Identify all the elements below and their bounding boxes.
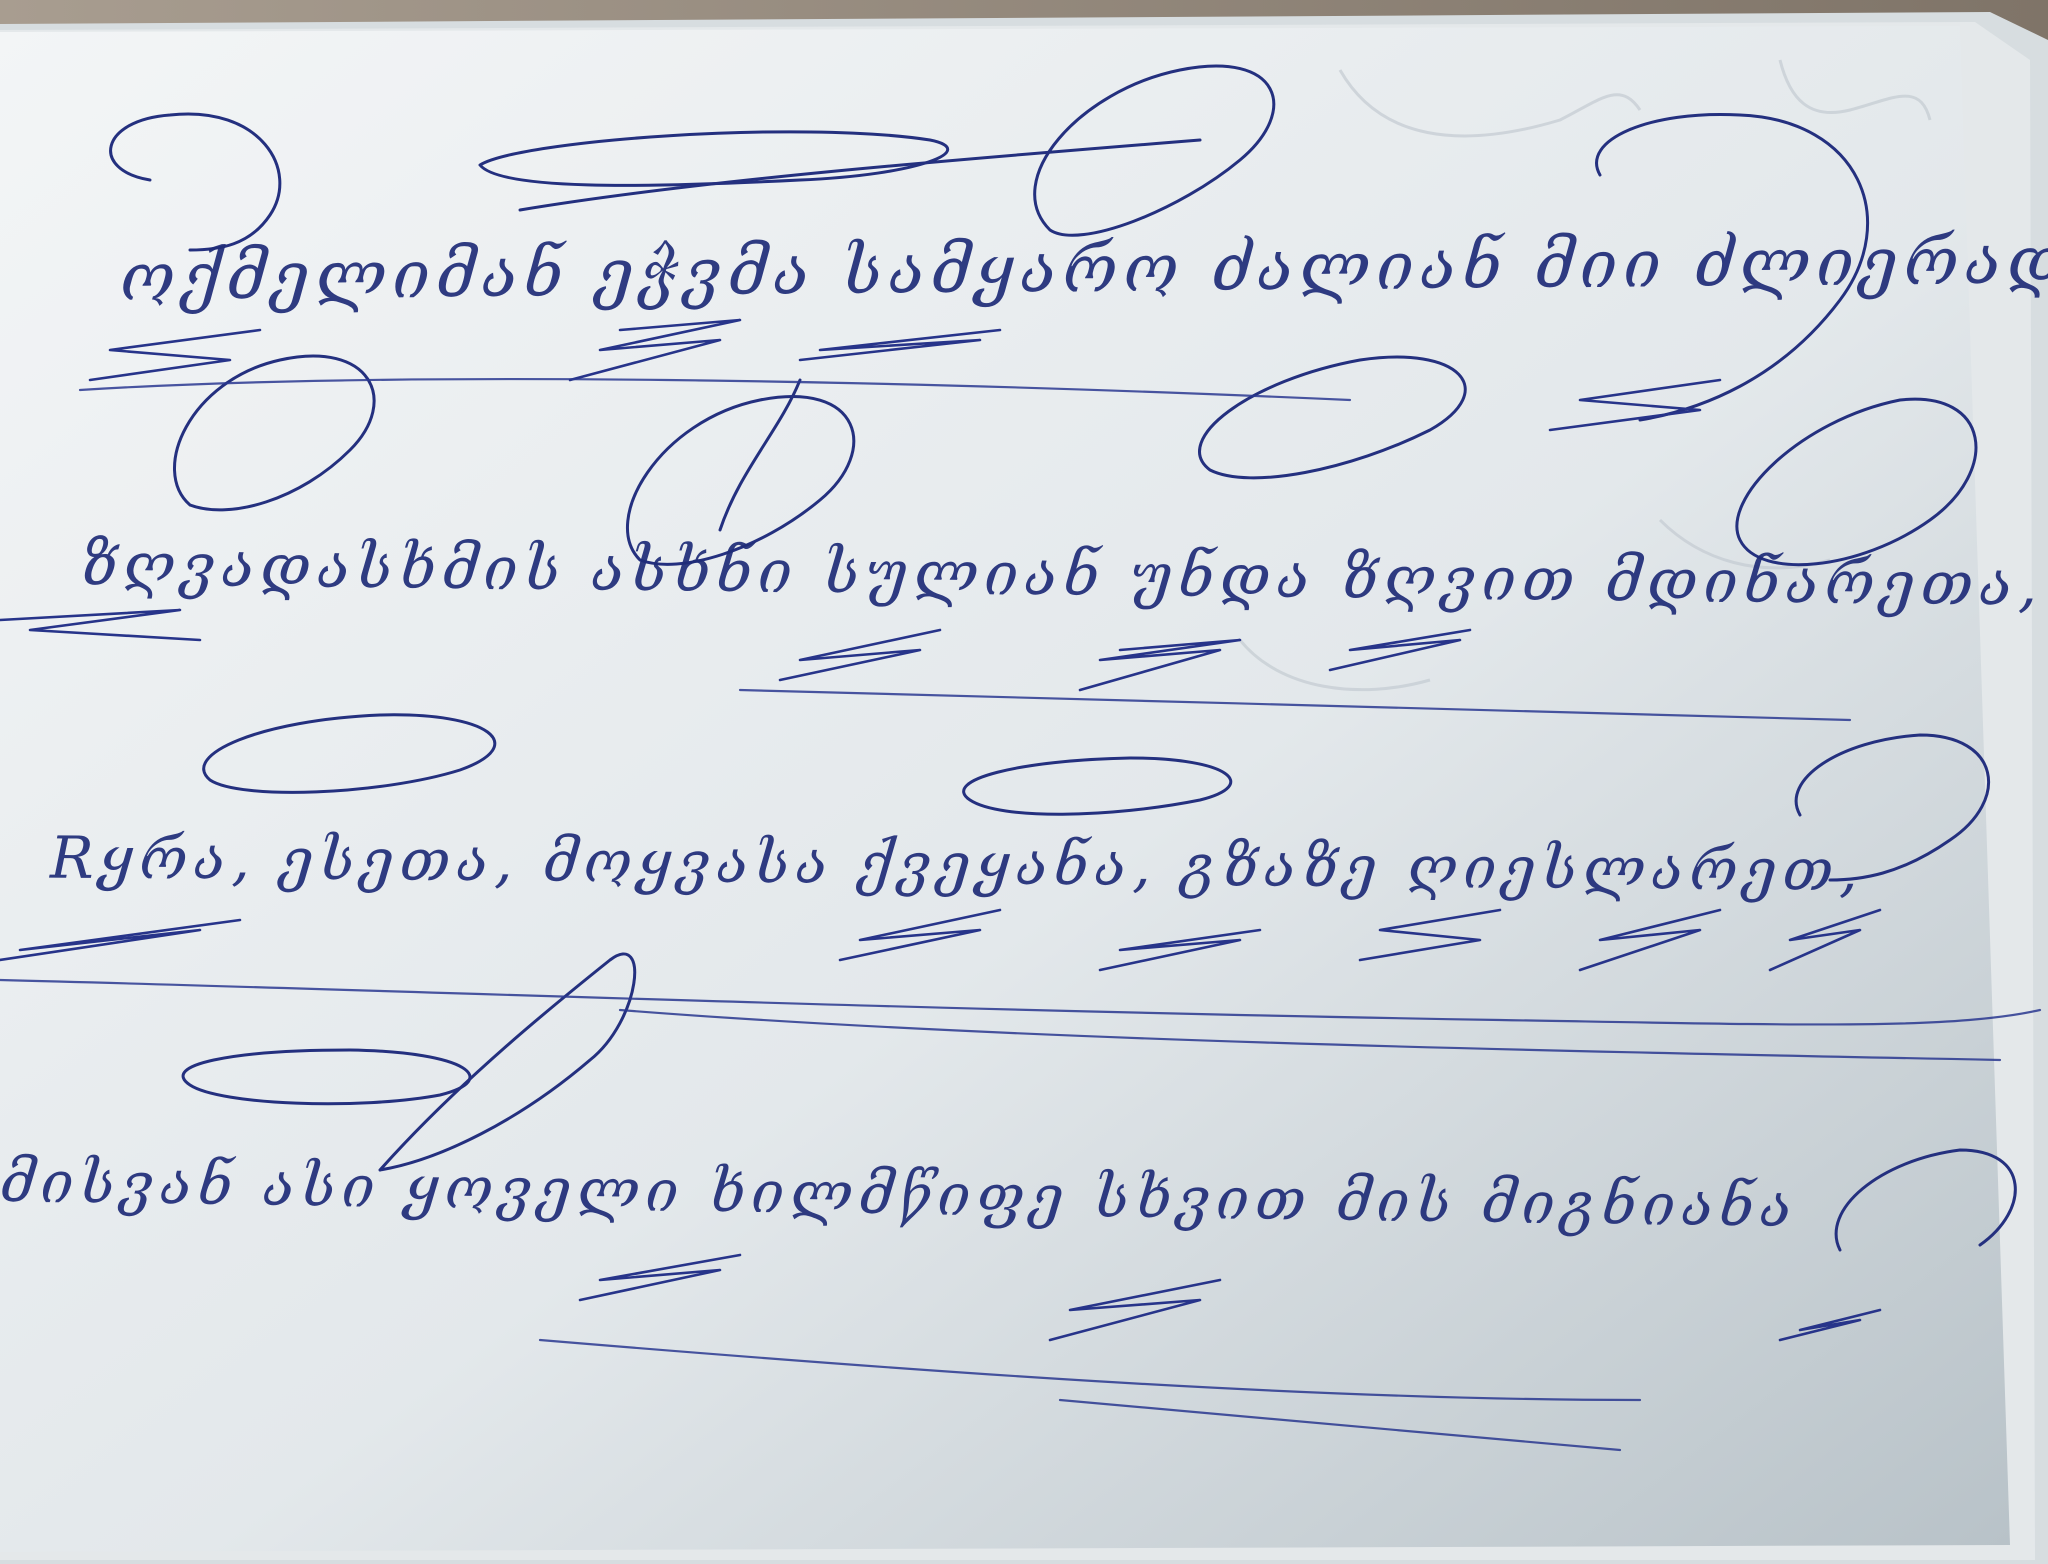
ink-sweeps bbox=[0, 378, 2042, 1452]
ink-flourishes bbox=[109, 64, 2017, 1252]
paper-sheet bbox=[0, 26, 2010, 1552]
ink-scribbles bbox=[0, 318, 1882, 1342]
handwriting-line-3: Rყრა, ესეთა, მოყვასა ქვეყანა, გზაზე ღიეს… bbox=[49, 823, 1864, 905]
